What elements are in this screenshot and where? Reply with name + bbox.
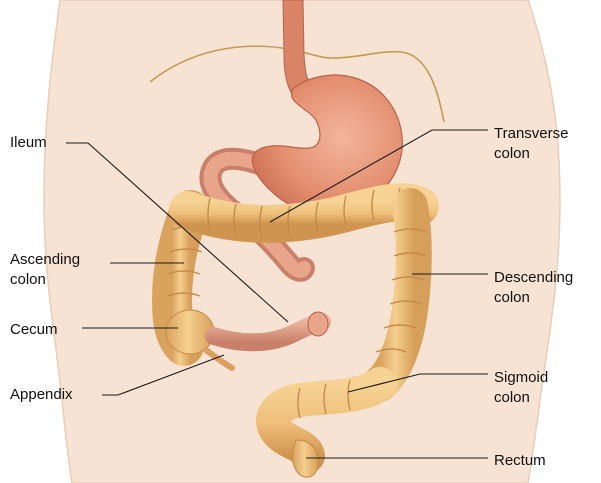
label-ileum: Ileum [10, 133, 47, 153]
label-sigmoid-colon: Sigmoid colon [494, 368, 548, 408]
label-rectum: Rectum [494, 451, 546, 471]
label-descending-colon: Descending colon [494, 268, 573, 308]
label-ascending-colon: Ascending colon [10, 250, 80, 290]
label-cecum: Cecum [10, 320, 58, 340]
label-appendix: Appendix [10, 385, 73, 405]
label-transverse-colon: Transverse colon [494, 124, 568, 164]
